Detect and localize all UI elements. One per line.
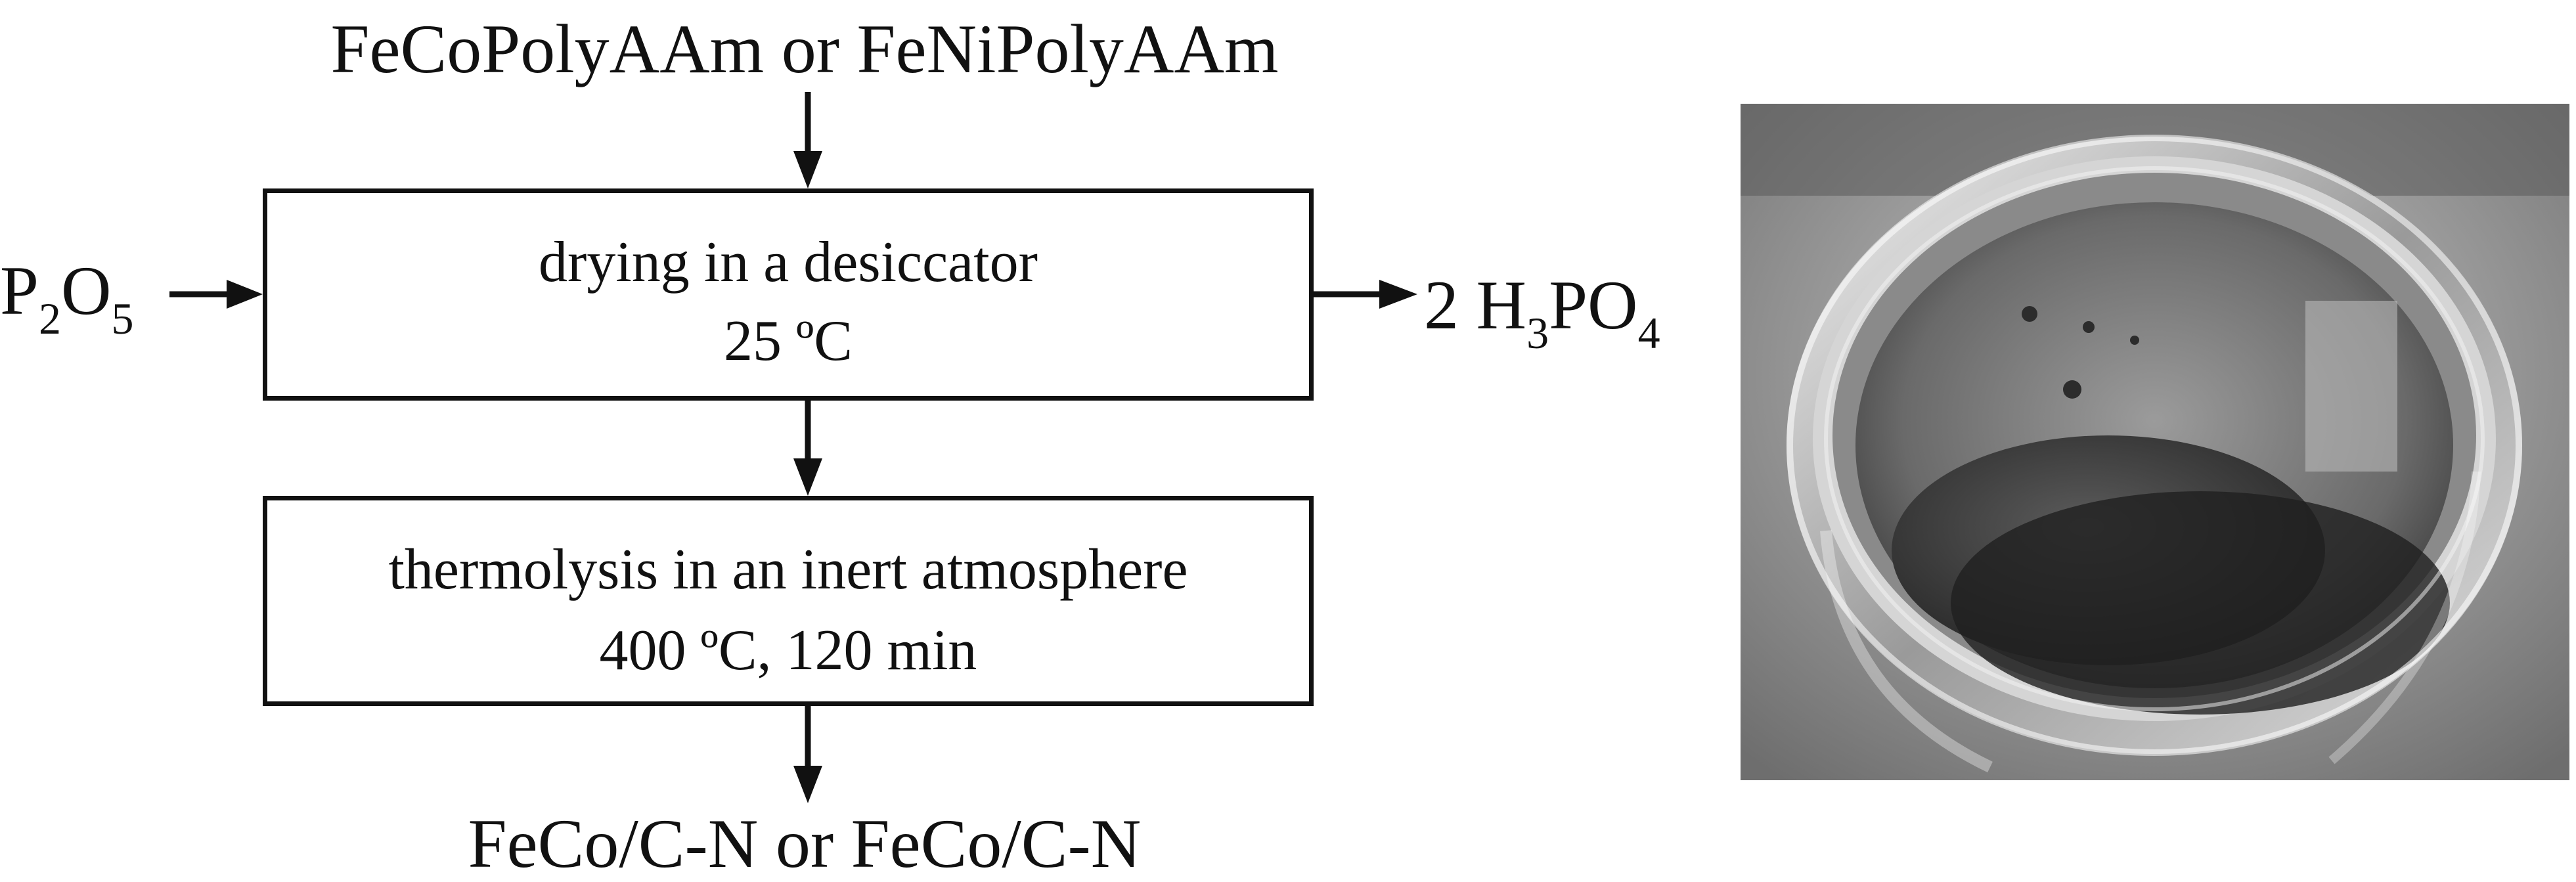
drying-step-box: drying in a desiccator 25 ºC [263, 188, 1314, 401]
sample-jar-image [1741, 104, 2569, 780]
drying-step-title: drying in a desiccator [539, 231, 1038, 294]
reagent-p2o5-o: O [60, 252, 112, 329]
product-h3po4: 2 H3PO4 [1424, 271, 1660, 356]
reagent-p2o5: P2O5 [0, 256, 134, 342]
drying-step-temperature: 25 ºC [724, 309, 853, 373]
product-h3po4-po: PO [1549, 267, 1638, 343]
input-label: FeCoPolyAAm or FeNiPolyAAm [330, 11, 1279, 87]
arrow-drying-to-h3po4 [1314, 280, 1417, 309]
reagent-p2o5-p-subscript: 2 [38, 294, 61, 343]
product-h3po4-h: 2 H [1424, 267, 1527, 343]
arrow-thermolysis-to-output [793, 706, 822, 803]
reagent-p2o5-p: P [0, 252, 39, 329]
sample-jar-photo [1741, 104, 2569, 780]
arrow-drying-to-thermolysis [793, 401, 822, 496]
thermolysis-step-box: thermolysis in an inert atmosphere 400 º… [263, 496, 1314, 706]
reagent-p2o5-o-subscript: 5 [111, 294, 134, 343]
product-h3po4-h-subscript: 3 [1526, 308, 1549, 358]
arrow-input-to-drying [793, 92, 822, 188]
output-label: FeCo/C-N or FeCo/C-N [468, 805, 1142, 882]
thermolysis-step-conditions: 400 ºC, 120 min [599, 619, 977, 682]
thermolysis-step-title: thermolysis in an inert atmosphere [388, 538, 1188, 602]
arrow-p2o5-to-drying [169, 280, 263, 309]
product-h3po4-o-subscript: 4 [1637, 308, 1660, 358]
